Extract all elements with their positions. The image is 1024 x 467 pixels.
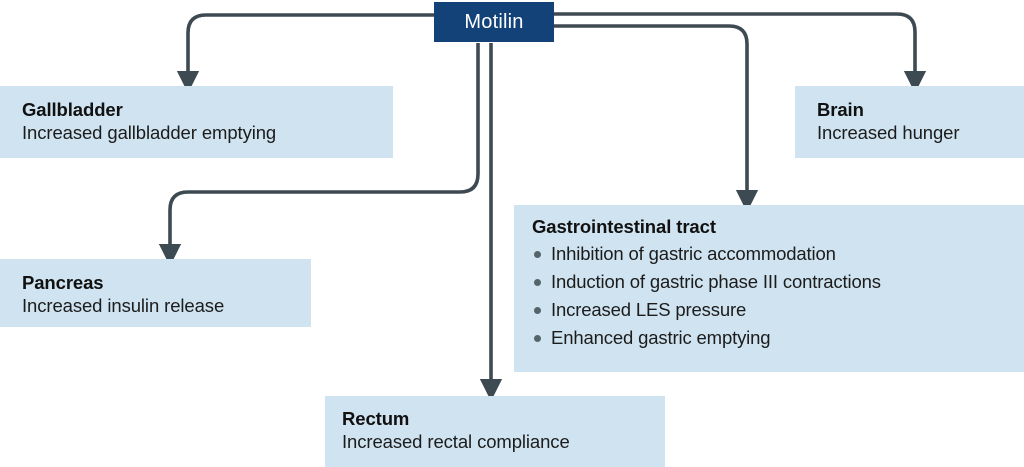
list-item: Enhanced gastric emptying <box>532 324 881 352</box>
bullet-dot-icon <box>534 335 541 342</box>
node-pancreas-title: Pancreas <box>22 272 104 293</box>
node-brain-title: Brain <box>817 99 864 120</box>
list-item-label: Inhibition of gastric accommodation <box>551 243 836 264</box>
node-pancreas-content: Pancreas Increased insulin release <box>22 271 224 318</box>
node-rectum-subtitle: Increased rectal compliance <box>342 431 570 452</box>
node-gallbladder-title: Gallbladder <box>22 99 123 120</box>
node-rectum-title: Rectum <box>342 408 410 429</box>
list-item-label: Increased LES pressure <box>551 299 747 320</box>
node-gallbladder-subtitle: Increased gallbladder emptying <box>22 122 277 143</box>
node-brain-subtitle: Increased hunger <box>817 122 960 143</box>
node-gastrointestinal-tract-title: Gastrointestinal tract <box>532 216 716 237</box>
node-rectum-content: Rectum Increased rectal compliance <box>342 407 570 454</box>
arrow-to-brain <box>554 12 927 94</box>
list-item: Induction of gastric phase III contracti… <box>532 268 881 296</box>
node-gallbladder: Gallbladder Increased gallbladder emptyi… <box>0 86 393 158</box>
arrow-to-gastrointestinal-tract <box>554 24 759 213</box>
list-item-label: Induction of gastric phase III contracti… <box>551 271 881 292</box>
node-gastrointestinal-tract-content: Gastrointestinal tract Inhibition of gas… <box>532 215 881 352</box>
list-item: Increased LES pressure <box>532 296 881 324</box>
list-item-label: Enhanced gastric emptying <box>551 327 771 348</box>
gastrointestinal-tract-bullet-list: Inhibition of gastric accommodation Indu… <box>532 240 881 352</box>
motilin-source-box: Motilin <box>434 2 554 42</box>
node-pancreas: Pancreas Increased insulin release <box>0 259 311 327</box>
node-rectum: Rectum Increased rectal compliance <box>325 396 665 467</box>
node-brain-content: Brain Increased hunger <box>817 98 959 145</box>
bullet-dot-icon <box>534 251 541 258</box>
bullet-dot-icon <box>534 279 541 286</box>
node-pancreas-subtitle: Increased insulin release <box>22 295 225 316</box>
node-brain: Brain Increased hunger <box>795 86 1024 158</box>
node-gallbladder-content: Gallbladder Increased gallbladder emptyi… <box>22 98 276 145</box>
list-item: Inhibition of gastric accommodation <box>532 240 881 268</box>
motilin-label: Motilin <box>464 10 524 33</box>
arrow-to-gallbladder <box>176 13 434 94</box>
bullet-dot-icon <box>534 307 541 314</box>
node-gastrointestinal-tract: Gastrointestinal tract Inhibition of gas… <box>514 205 1024 372</box>
